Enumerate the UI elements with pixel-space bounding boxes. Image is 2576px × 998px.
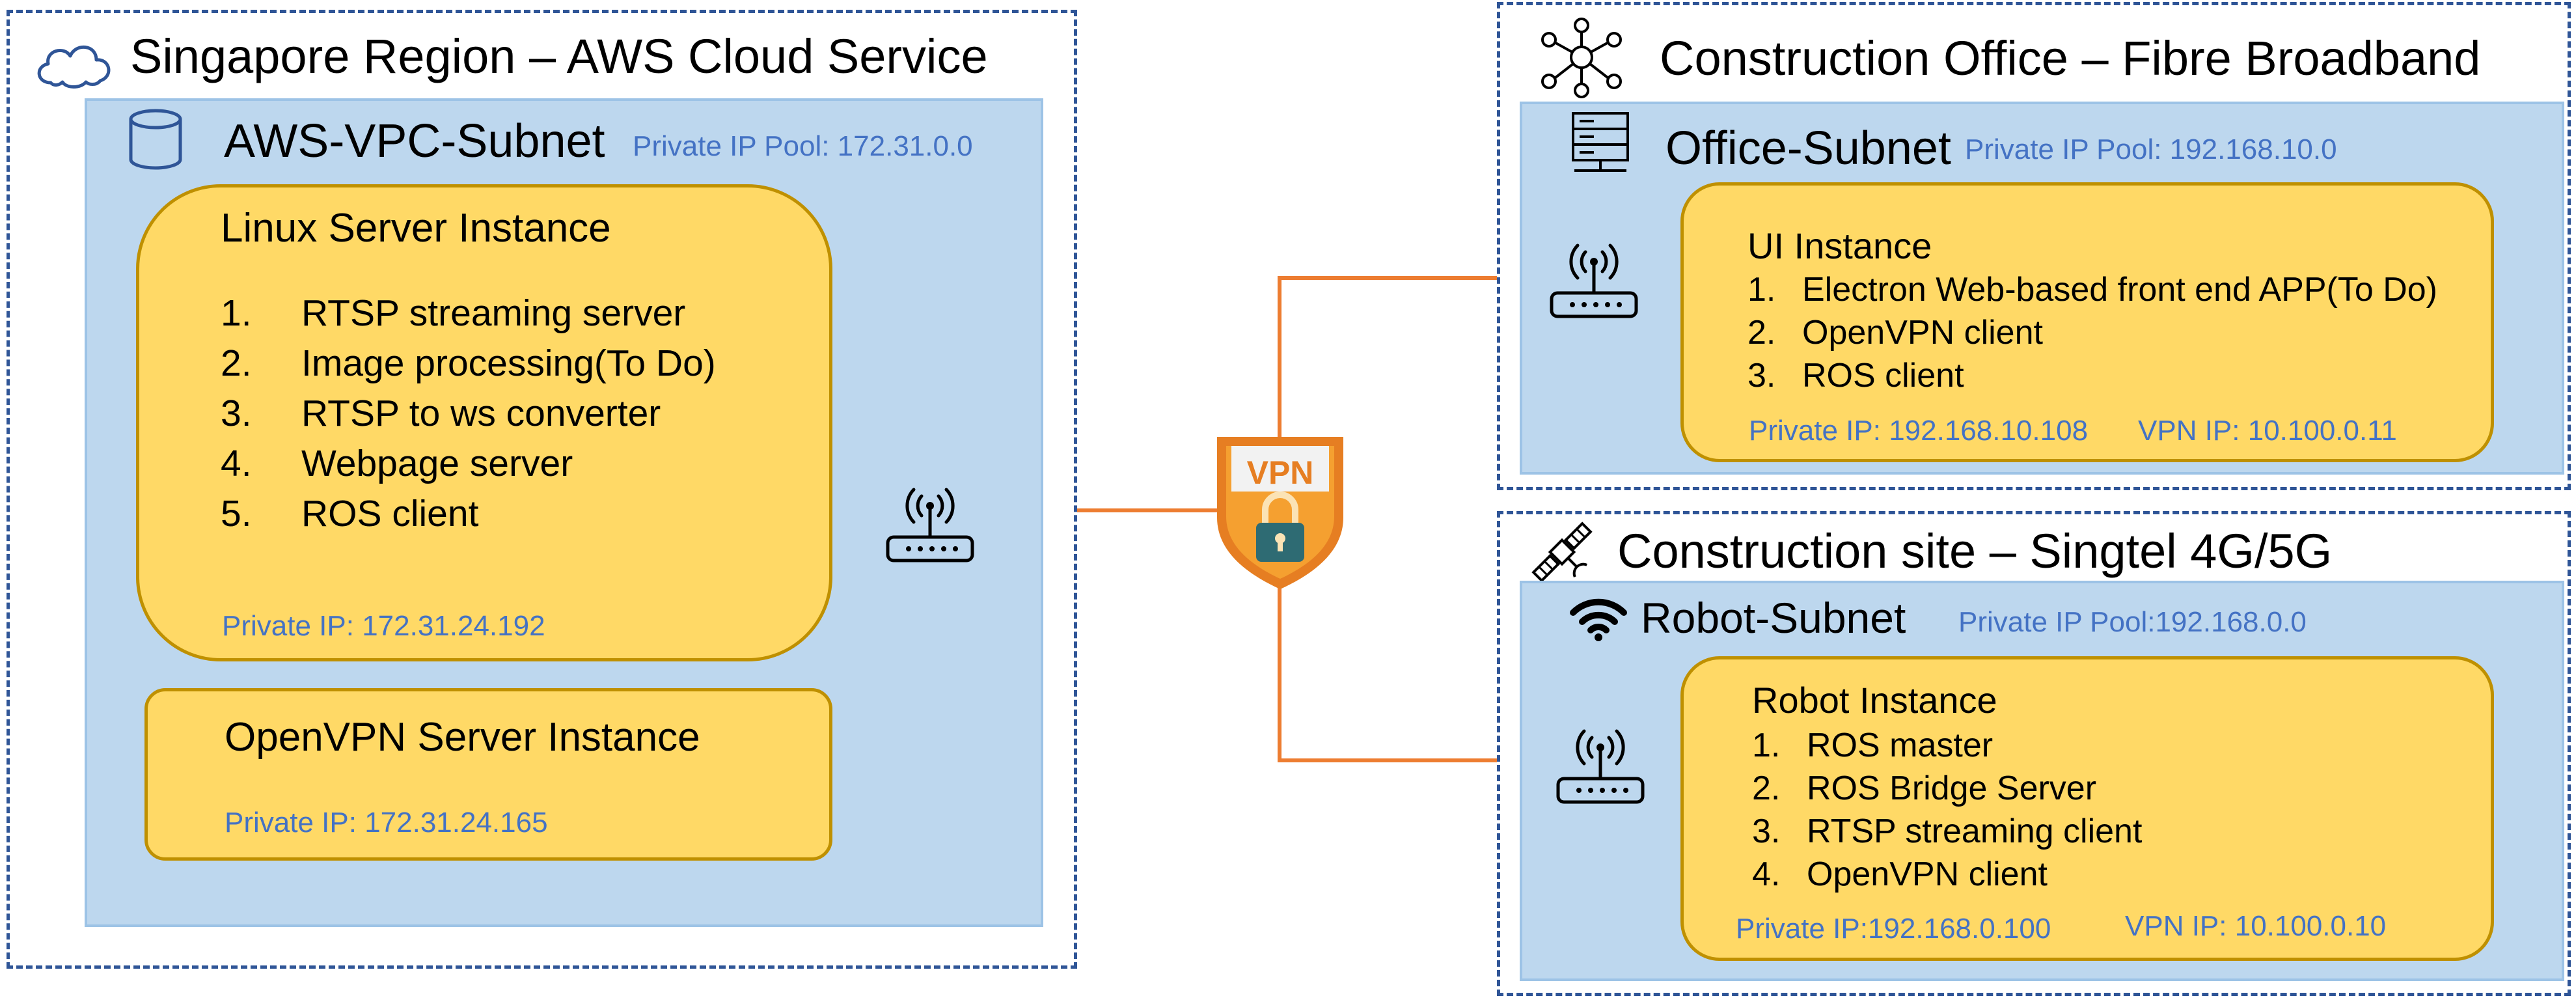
server-icon bbox=[1572, 112, 1629, 172]
subnet-title: AWS-VPC-Subnet bbox=[224, 115, 605, 167]
service-list: 1.Electron Web-based front end APP(To Do… bbox=[1747, 270, 2437, 399]
linux-server-instance: Linux Server Instance 1.RTSP streaming s… bbox=[136, 184, 832, 661]
instance-title: Robot Instance bbox=[1752, 680, 1997, 721]
router-icon bbox=[1556, 729, 1645, 804]
link-aws-to-vpn bbox=[988, 508, 1220, 512]
list-item: 3.ROS client bbox=[1747, 357, 1964, 395]
link-vpn-to-robot bbox=[1278, 758, 1535, 762]
site-region: Construction site – Singtel 4G/5G Robot-… bbox=[1497, 511, 2571, 996]
private-ip: Private IP: 192.168.10.108 bbox=[1749, 415, 2089, 447]
robot-instance: Robot Instance 1.ROS master 2.ROS Bridge… bbox=[1680, 656, 2494, 961]
link-vpn-to-office bbox=[1278, 276, 1535, 280]
region-title: Construction Office – Fibre Broadband bbox=[1660, 31, 2481, 85]
office-region: Construction Office – Fibre Broadband Of… bbox=[1497, 2, 2571, 490]
vpn-ip: VPN IP: 10.100.0.10 bbox=[2125, 910, 2387, 942]
private-ip: Private IP: 172.31.24.192 bbox=[222, 610, 545, 642]
list-item: 2.ROS Bridge Server bbox=[1752, 769, 2097, 807]
ui-instance: UI Instance 1.Electron Web-based front e… bbox=[1680, 182, 2494, 462]
region-title: Construction site – Singtel 4G/5G bbox=[1617, 524, 2333, 578]
list-item: 4.OpenVPN client bbox=[1752, 855, 2048, 893]
list-item: 1.ROS master bbox=[1752, 727, 1994, 764]
aws-vpc-subnet: AWS-VPC-Subnet Private IP Pool: 172.31.0… bbox=[85, 98, 1043, 927]
list-item: 3.RTSP to ws converter bbox=[221, 393, 661, 434]
router-icon bbox=[886, 488, 974, 562]
list-item: 4.Webpage server bbox=[221, 443, 573, 484]
instance-title: OpenVPN Server Instance bbox=[225, 715, 700, 760]
openvpn-server-instance: OpenVPN Server Instance Private IP: 172.… bbox=[144, 688, 832, 861]
wifi-icon bbox=[1570, 598, 1627, 641]
vpn-shield-lock-icon: VPN bbox=[1212, 433, 1349, 592]
region-title: Singapore Region – AWS Cloud Service bbox=[130, 29, 988, 83]
private-ip: Private IP:192.168.0.100 bbox=[1736, 913, 2051, 945]
list-item: 3.RTSP streaming client bbox=[1752, 812, 2143, 850]
network-hub-icon bbox=[1541, 18, 1622, 98]
list-item: 5.ROS client bbox=[221, 493, 479, 534]
instance-title: UI Instance bbox=[1747, 225, 1932, 266]
link-vpn-vertical-down bbox=[1278, 579, 1281, 762]
subnet-title: Robot-Subnet bbox=[1641, 594, 1906, 642]
instance-title: Linux Server Instance bbox=[221, 206, 611, 251]
service-list: 1.RTSP streaming server 2.Image processi… bbox=[221, 292, 716, 542]
router-icon bbox=[1550, 243, 1638, 318]
service-list: 1.ROS master 2.ROS Bridge Server 3.RTSP … bbox=[1752, 726, 2142, 898]
list-item: 1.RTSP streaming server bbox=[221, 292, 686, 334]
private-ip: Private IP: 172.31.24.165 bbox=[225, 807, 548, 839]
list-item: 2.Image processing(To Do) bbox=[221, 342, 716, 384]
cloud-icon bbox=[37, 45, 111, 89]
list-item: 1.Electron Web-based front end APP(To Do… bbox=[1747, 271, 2437, 309]
database-icon bbox=[129, 109, 182, 170]
link-vpn-vertical-up bbox=[1278, 276, 1281, 443]
aws-region: Singapore Region – AWS Cloud Service AWS… bbox=[7, 10, 1077, 969]
private-ip-pool: Private IP Pool: 172.31.0.0 bbox=[633, 130, 973, 162]
private-ip-pool: Private IP Pool: 192.168.10.0 bbox=[1965, 133, 2337, 165]
list-item: 2.OpenVPN client bbox=[1747, 314, 2043, 352]
vpn-label: VPN bbox=[1247, 454, 1314, 491]
office-subnet: Office-Subnet Private IP Pool: 192.168.1… bbox=[1520, 102, 2564, 475]
private-ip-pool: Private IP Pool:192.168.0.0 bbox=[1958, 606, 2307, 638]
subnet-title: Office-Subnet bbox=[1665, 122, 1951, 174]
vpn-ip: VPN IP: 10.100.0.11 bbox=[2138, 415, 2397, 447]
robot-subnet: Robot-Subnet Private IP Pool:192.168.0.0… bbox=[1520, 581, 2564, 981]
satellite-icon bbox=[1531, 521, 1593, 583]
